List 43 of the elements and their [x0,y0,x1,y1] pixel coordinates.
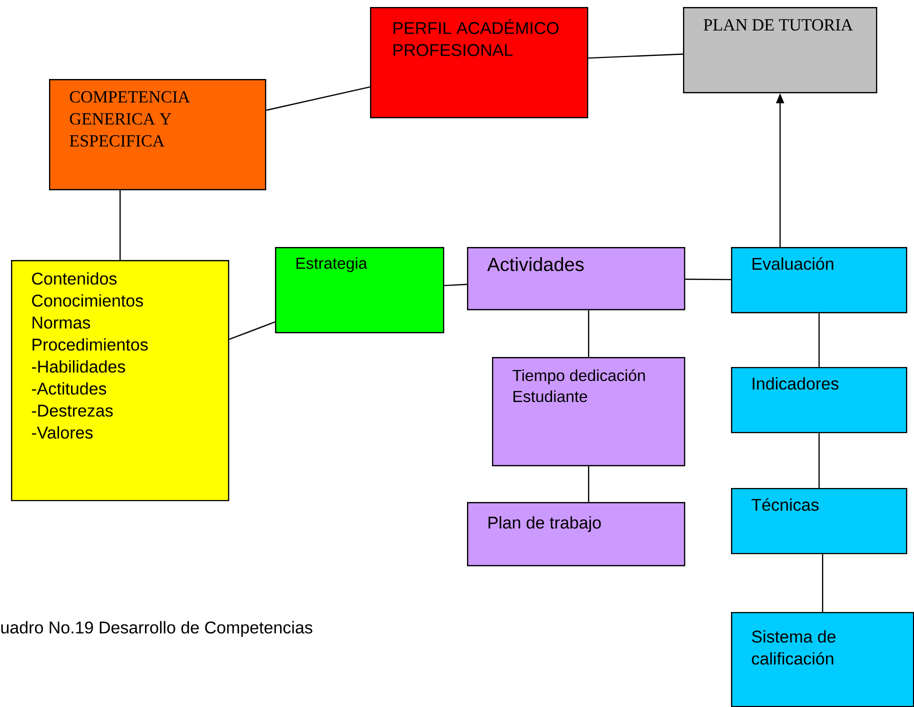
process-box [492,356,686,466]
node-label: Contenidos [32,272,117,285]
node-label: Tiempo dedicación Estudiante [512,369,645,402]
connector-line [266,86,370,111]
node-label: Evaluación [752,257,834,270]
process-box [370,7,588,118]
caption: uadro No.19 Desarrollo de Competencias [1,621,312,637]
node-label: Sistema de calificación [752,630,836,665]
process-box [11,260,230,502]
process-box [731,247,908,314]
node-label: Plan de trabajo [488,516,601,532]
node-label: Normas [32,316,90,329]
node-label: Conocimientos [32,294,144,307]
node-label: -Habilidades [32,360,126,373]
connector-line [822,554,824,612]
connector-line [685,278,731,280]
node-label: PERFIL ACADÉMICO PROFESIONAL [394,19,559,56]
connector-line [120,190,121,260]
connector-line [444,284,468,286]
node-label: Técnicas [752,498,819,511]
node-label: Procedimientos [32,338,148,351]
node-label: -Destrezas [32,404,113,417]
process-box [683,7,878,94]
connector-line [229,321,276,340]
connector-line [818,433,820,488]
process-box [49,79,266,190]
process-box [467,247,686,310]
node-label: Estrategia [296,257,368,272]
process-box [731,612,914,707]
connector-line [588,54,684,59]
node-label: -Actitudes [32,382,106,395]
node-label: COMPETENCIA GENERICA Y ESPECIFICA [70,91,190,147]
process-box [467,502,686,566]
process-box [275,247,444,334]
process-box [731,488,908,554]
connector-line [818,313,820,367]
connector-line [588,466,590,502]
node-label: Indicadores [752,377,838,390]
node-label: -Valores [32,426,93,439]
process-box [731,366,908,434]
node-label: PLAN DE TUTORIA [704,19,853,31]
node-label: Actividades [487,257,584,272]
connector-line [588,310,590,357]
